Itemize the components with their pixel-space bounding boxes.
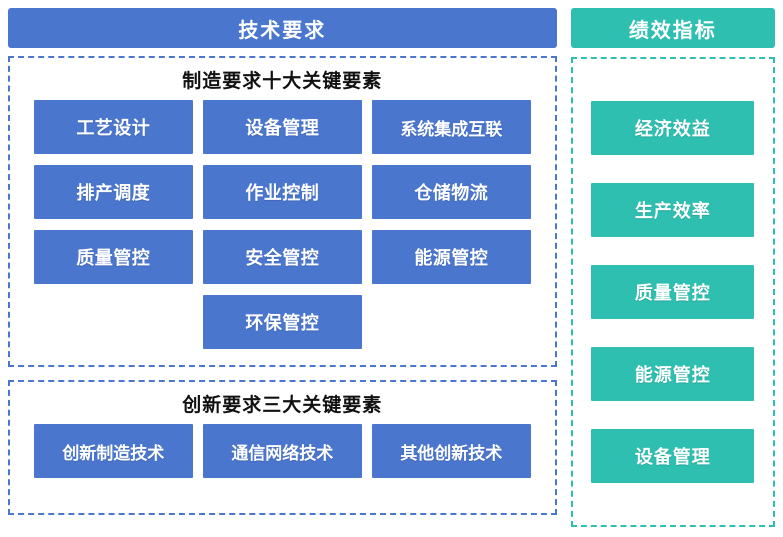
item-energy-control[interactable]: 能源管控: [371, 230, 531, 284]
item-production-scheduling[interactable]: 排产调度: [33, 165, 193, 219]
indicator-quality-control[interactable]: 质量管控: [591, 265, 755, 319]
indicator-energy-control[interactable]: 能源管控: [591, 347, 755, 401]
item-communication-network-tech[interactable]: 通信网络技术: [202, 424, 362, 478]
manufacturing-requirements-group: 制造要求十大关键要素 工艺设计 设备管理 系统集成互联 排产调度 作业控制 仓储…: [8, 56, 557, 367]
item-system-integration[interactable]: 系统集成互联: [371, 100, 531, 154]
performance-indicators-panel: 绩效指标 经济效益 生产效率 质量管控 能源管控 设备管理: [570, 8, 775, 527]
item-innovative-manufacturing-tech[interactable]: 创新制造技术: [33, 424, 193, 478]
manufacturing-items-grid: 工艺设计 设备管理 系统集成互联 排产调度 作业控制 仓储物流 质量管控 安全管…: [10, 100, 555, 360]
innovation-requirements-group: 创新要求三大关键要素 创新制造技术 通信网络技术 其他创新技术: [8, 380, 557, 515]
item-quality-control[interactable]: 质量管控: [33, 230, 193, 284]
item-other-innovative-tech[interactable]: 其他创新技术: [371, 424, 531, 478]
indicator-economic-benefit[interactable]: 经济效益: [591, 101, 755, 155]
indicator-production-efficiency[interactable]: 生产效率: [591, 183, 755, 237]
item-safety-control[interactable]: 安全管控: [202, 230, 362, 284]
manufacturing-group-title: 制造要求十大关键要素: [182, 71, 383, 92]
item-process-design[interactable]: 工艺设计: [33, 100, 193, 154]
technical-requirements-header: 技术要求: [8, 8, 557, 48]
performance-items-group: 经济效益 生产效率 质量管控 能源管控 设备管理: [570, 57, 775, 527]
innovation-group-title: 创新要求三大关键要素: [182, 395, 383, 416]
item-environmental-control[interactable]: 环保管控: [202, 295, 362, 349]
innovation-items-grid: 创新制造技术 通信网络技术 其他创新技术: [10, 424, 555, 489]
item-warehouse-logistics[interactable]: 仓储物流: [371, 165, 531, 219]
item-operation-control[interactable]: 作业控制: [202, 165, 362, 219]
technical-requirements-panel: 技术要求 制造要求十大关键要素 工艺设计 设备管理 系统集成互联 排产调度 作业…: [8, 8, 557, 527]
performance-indicators-header: 绩效指标: [570, 8, 775, 48]
indicator-equipment-management[interactable]: 设备管理: [591, 429, 755, 483]
item-equipment-management[interactable]: 设备管理: [202, 100, 362, 154]
